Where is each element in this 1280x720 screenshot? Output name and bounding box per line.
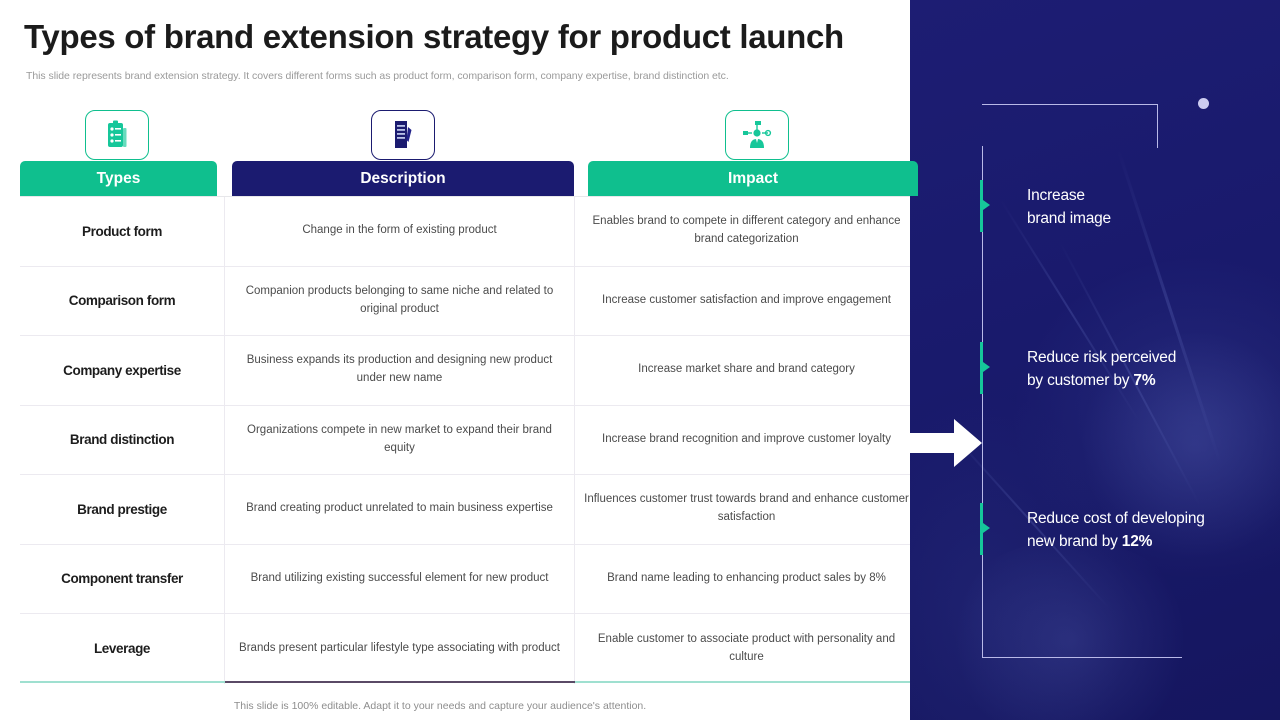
table-accent-rule-middle: [225, 681, 575, 683]
cell-type: Leverage: [20, 614, 225, 684]
bullet-line-1: Reduce risk perceived: [1027, 349, 1177, 366]
decorative-dot: [1198, 98, 1209, 109]
flow-arrow-icon: [910, 419, 982, 467]
table-row[interactable]: Product form Change in the form of exist…: [20, 197, 918, 267]
bullet-arrow-icon: [983, 362, 990, 372]
table-row[interactable]: Brand distinction Organizations compete …: [20, 405, 918, 475]
strategy-table: Product form Change in the form of exist…: [20, 196, 918, 684]
footer-note: This slide is 100% editable. Adapt it to…: [233, 700, 647, 712]
table-accent-rule-left: [20, 681, 225, 683]
cell-description: Brand utilizing existing successful elem…: [225, 544, 575, 613]
bullet-marker: [980, 342, 983, 394]
table-row[interactable]: Brand prestige Brand creating product un…: [20, 475, 918, 545]
cell-description: Brands present particular lifestyle type…: [225, 614, 575, 684]
column-header-types[interactable]: Types: [20, 161, 217, 196]
bullet-text: Reduce risk perceived by customer by 7%: [1027, 346, 1277, 393]
table-row[interactable]: Leverage Brands present particular lifes…: [20, 614, 918, 684]
cell-description: Companion products belonging to same nic…: [225, 266, 575, 335]
decorative-bottom-rule: [982, 657, 1182, 659]
bullet-line-2: brand image: [1027, 210, 1111, 228]
column-header-description[interactable]: Description: [232, 161, 574, 196]
bullet-line-1: Reduce cost of developing: [1027, 510, 1205, 527]
right-highlight-panel: Increase brand image Reduce risk perceiv…: [910, 0, 1280, 720]
checklist-clipboard-icon: [85, 110, 149, 160]
cell-type: Component transfer: [20, 544, 225, 613]
bullet-line-1: Increase: [1027, 187, 1085, 204]
cell-description: Change in the form of existing product: [225, 197, 575, 266]
bullet-arrow-icon: [983, 200, 990, 210]
table-row[interactable]: Company expertise Business expands its p…: [20, 336, 918, 406]
page-subtitle: This slide represents brand extension st…: [26, 70, 729, 82]
person-network-icon: [725, 110, 789, 160]
cell-description: Brand creating product unrelated to main…: [225, 475, 575, 544]
bullet-text: Reduce cost of developing new brand by 1…: [1027, 507, 1277, 554]
cell-type: Company expertise: [20, 336, 225, 405]
document-pen-icon: [371, 110, 435, 160]
cell-description: Business expands its production and desi…: [225, 336, 575, 405]
cell-type: Product form: [20, 197, 225, 266]
cell-type: Brand distinction: [20, 405, 225, 474]
cell-impact: Brand name leading to enhancing product …: [607, 571, 886, 584]
main-content-area: Types of brand extension strategy for pr…: [20, 18, 920, 712]
bullet-line-2: new brand by: [1027, 533, 1122, 551]
bullet-arrow-icon: [983, 523, 990, 533]
decorative-bracket-line: [982, 104, 1158, 148]
bullet-marker: [980, 180, 983, 232]
column-header-impact[interactable]: Impact: [588, 161, 918, 196]
cell-impact: Enables brand to compete in different ca…: [592, 215, 901, 246]
decorative-glow: [940, 540, 1200, 720]
cell-impact: Increase brand recognition and improve c…: [602, 432, 891, 445]
table-accent-rule-right: [575, 681, 920, 683]
decorative-glow: [1080, 330, 1280, 560]
bullet-emphasis: 12%: [1121, 533, 1153, 551]
bullet-text: Increase brand image: [1027, 184, 1277, 231]
page-title: Types of brand extension strategy for pr…: [24, 18, 844, 55]
cell-type: Brand prestige: [20, 475, 225, 544]
table-row[interactable]: Comparison form Companion products belon…: [20, 266, 918, 336]
bullet-emphasis: 7%: [1133, 372, 1156, 390]
bullet-marker: [980, 503, 983, 555]
bullet-line-2: by customer by: [1027, 372, 1134, 390]
cell-impact: Enable customer to associate product wit…: [597, 632, 896, 663]
cell-type: Comparison form: [20, 266, 225, 335]
cell-description: Organizations compete in new market to e…: [225, 405, 575, 474]
table-row[interactable]: Component transfer Brand utilizing exist…: [20, 544, 918, 614]
decorative-vertical-line: [982, 146, 984, 658]
cell-impact: Influences customer trust towards brand …: [584, 493, 909, 524]
cell-impact: Increase customer satisfaction and impro…: [602, 293, 891, 306]
cell-impact: Increase market share and brand category: [638, 363, 855, 376]
